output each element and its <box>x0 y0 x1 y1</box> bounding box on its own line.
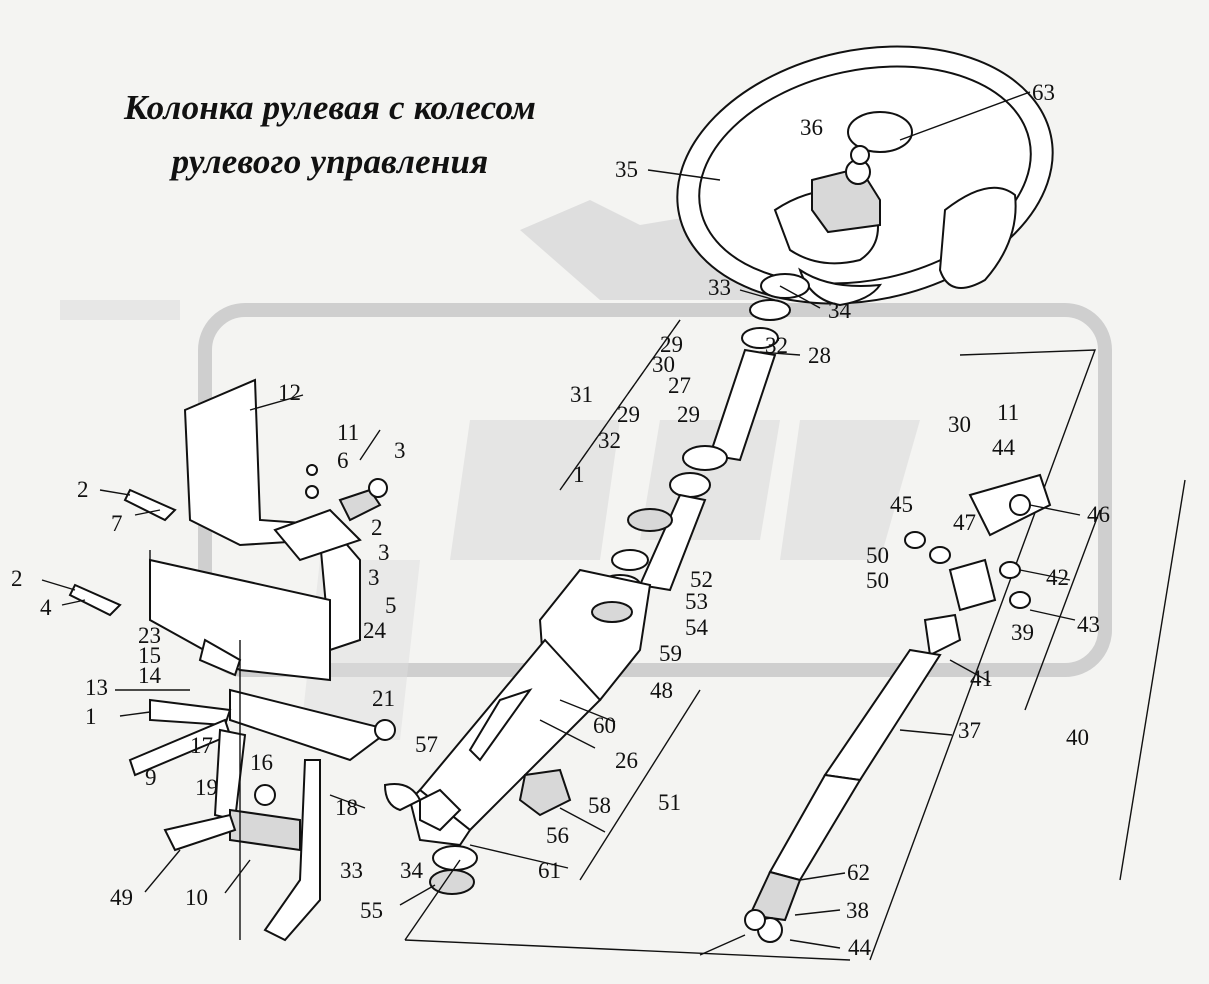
callout-label: 44 <box>848 935 872 960</box>
callout-label: 21 <box>372 686 395 711</box>
callout-label: 48 <box>650 678 673 703</box>
callout-label: 46 <box>1087 502 1110 527</box>
callout-label: 29 <box>617 402 640 427</box>
callout-label: 34 <box>400 858 424 883</box>
callout-label: 45 <box>890 492 913 517</box>
callout-label: 5 <box>385 593 397 618</box>
callout-label: 37 <box>958 718 981 743</box>
callout-label: 4 <box>40 595 52 620</box>
callout-label: 31 <box>570 382 593 407</box>
callout-label: 57 <box>415 732 438 757</box>
callout-label: 30 <box>652 352 675 377</box>
callout-label: 27 <box>668 373 691 398</box>
callout-label: 35 <box>615 157 638 182</box>
callout-label: 9 <box>145 765 157 790</box>
callout-label: 13 <box>85 675 108 700</box>
callout-label: 23 <box>138 623 161 648</box>
callout-label: 52 <box>690 567 713 592</box>
callout-label: 16 <box>250 750 273 775</box>
callout-label: 39 <box>1011 620 1034 645</box>
callout-label: 30 <box>948 412 971 437</box>
callout-label: 49 <box>110 885 133 910</box>
callout-label: 12 <box>278 380 301 405</box>
callout-label: 1 <box>85 704 97 729</box>
callout-label: 24 <box>363 618 387 643</box>
callout-label: 42 <box>1046 565 1069 590</box>
callout-label: 34 <box>828 298 852 323</box>
callout-label: 41 <box>970 666 993 691</box>
callout-label: 33 <box>708 275 731 300</box>
callout-label: 29 <box>660 332 683 357</box>
callout-label: 17 <box>190 733 213 758</box>
callout-label: 62 <box>847 860 870 885</box>
callout-label: 2 <box>371 515 383 540</box>
callout-label: 3 <box>368 565 380 590</box>
callout-label: 11 <box>337 420 359 445</box>
callout-label: 19 <box>195 775 218 800</box>
callout-label: 15 <box>138 643 161 668</box>
callout-label: 26 <box>615 748 638 773</box>
callout-label: 36 <box>800 115 823 140</box>
steering-wheel <box>676 45 1054 307</box>
callout-label: 61 <box>538 858 561 883</box>
callout-label: 32 <box>598 428 621 453</box>
callout-label: 38 <box>846 898 869 923</box>
callout-label: 59 <box>659 641 682 666</box>
callout-label: 2 <box>77 477 89 502</box>
callout-label: 50 <box>866 568 889 593</box>
callout-label: 10 <box>185 885 208 910</box>
steering-column <box>383 273 1097 961</box>
callout-label: 56 <box>546 823 569 848</box>
callout-label: 2 <box>11 566 23 591</box>
callout-label: 14 <box>138 663 162 688</box>
callout-label: 51 <box>658 790 681 815</box>
callout-label: 63 <box>1032 80 1055 105</box>
callout-label: 7 <box>111 511 123 536</box>
callout-label: 58 <box>588 793 611 818</box>
callout-label: 40 <box>1066 725 1089 750</box>
callout-label: 1 <box>573 462 585 487</box>
callout-label: 54 <box>685 615 709 640</box>
cardan-shaft <box>744 473 1186 943</box>
callout-label: 28 <box>808 343 831 368</box>
diagram-title-line1: Колонка рулевая с колесом <box>123 88 536 127</box>
callout-label: 3 <box>378 540 390 565</box>
diagram-title-line2: рулевого управления <box>171 142 489 181</box>
callout-label: 60 <box>593 713 616 738</box>
callout-label: 53 <box>685 589 708 614</box>
callout-label: 32 <box>765 333 788 358</box>
callout-label: 44 <box>992 435 1016 460</box>
callout-label: 11 <box>997 400 1019 425</box>
leader-lines <box>41 91 1081 956</box>
callout-label: 55 <box>360 898 383 923</box>
callout-label: 29 <box>677 402 700 427</box>
bracket-assembly <box>68 378 396 942</box>
callout-label: 18 <box>335 795 358 820</box>
callout-label: 47 <box>953 510 976 535</box>
callout-label: 43 <box>1077 612 1100 637</box>
callout-label: 3 <box>394 438 406 463</box>
callout-label: 33 <box>340 858 363 883</box>
callout-label: 6 <box>337 448 349 473</box>
callout-label: 50 <box>866 543 889 568</box>
